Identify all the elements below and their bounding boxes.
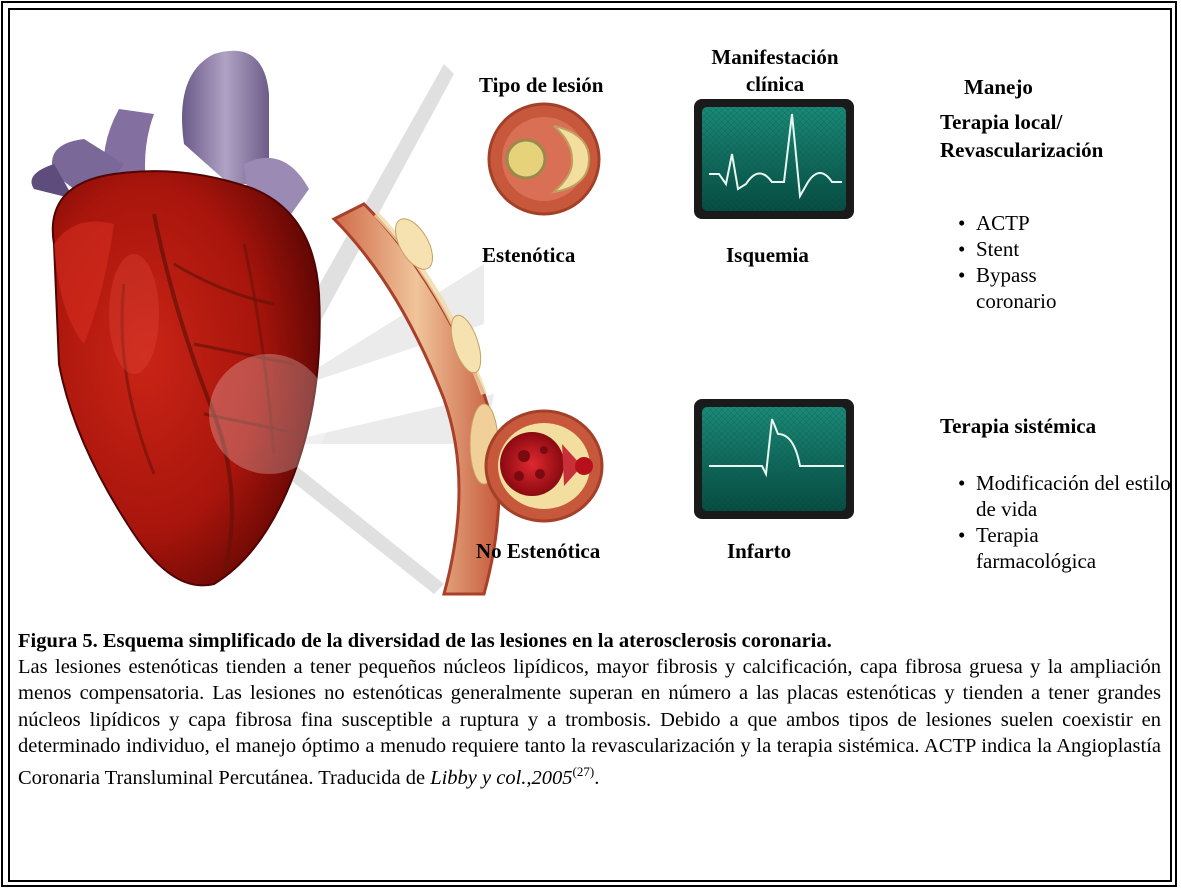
- stenotic-label: Estenótica: [482, 242, 575, 269]
- stenotic-cross-section: [489, 104, 599, 214]
- management-header: Manejo: [964, 74, 1033, 101]
- caption-end: .: [594, 767, 599, 789]
- caption-citation: Libby y col.,2005: [430, 767, 572, 789]
- ischemia-label: Isquemia: [726, 242, 809, 269]
- systemic-therapy-list: Modificación del estilo de vida Terapia …: [958, 470, 1181, 574]
- local-therapy-title: Terapia local/ Revascularización: [940, 108, 1150, 164]
- therapy-item: Bypass coronario: [958, 262, 1086, 314]
- infarct-label: Infarto: [727, 538, 791, 565]
- ecg-monitor-ischemia: [694, 99, 854, 219]
- therapy-item: ACTP: [958, 210, 1086, 236]
- clinical-manifestation-header: Manifestación clínica: [690, 44, 860, 98]
- ecg-monitor-infarct: [694, 399, 854, 519]
- therapy-item: Terapia farmacológica: [958, 522, 1116, 574]
- lesion-type-header: Tipo de lesión: [479, 72, 603, 99]
- therapy-item: Modificación del estilo de vida: [958, 470, 1181, 522]
- non-stenotic-cross-section: [486, 411, 602, 521]
- local-therapy-list: ACTP Stent Bypass coronario: [958, 210, 1086, 314]
- therapy-item: Stent: [958, 236, 1086, 262]
- heart-illustration: [32, 51, 330, 586]
- caption-reference: (27): [573, 764, 595, 779]
- non-stenotic-label: No Estenótica: [476, 538, 600, 565]
- vessel-section: [334, 204, 499, 594]
- caption-title: Figura 5. Esquema simplificado de la div…: [18, 628, 1161, 654]
- systemic-therapy-title: Terapia sistémica: [940, 412, 1096, 440]
- atherosclerosis-figure: Tipo de lesión Manifestación clínica Man…: [14, 14, 1164, 604]
- figure-caption: Figura 5. Esquema simplificado de la div…: [18, 628, 1161, 791]
